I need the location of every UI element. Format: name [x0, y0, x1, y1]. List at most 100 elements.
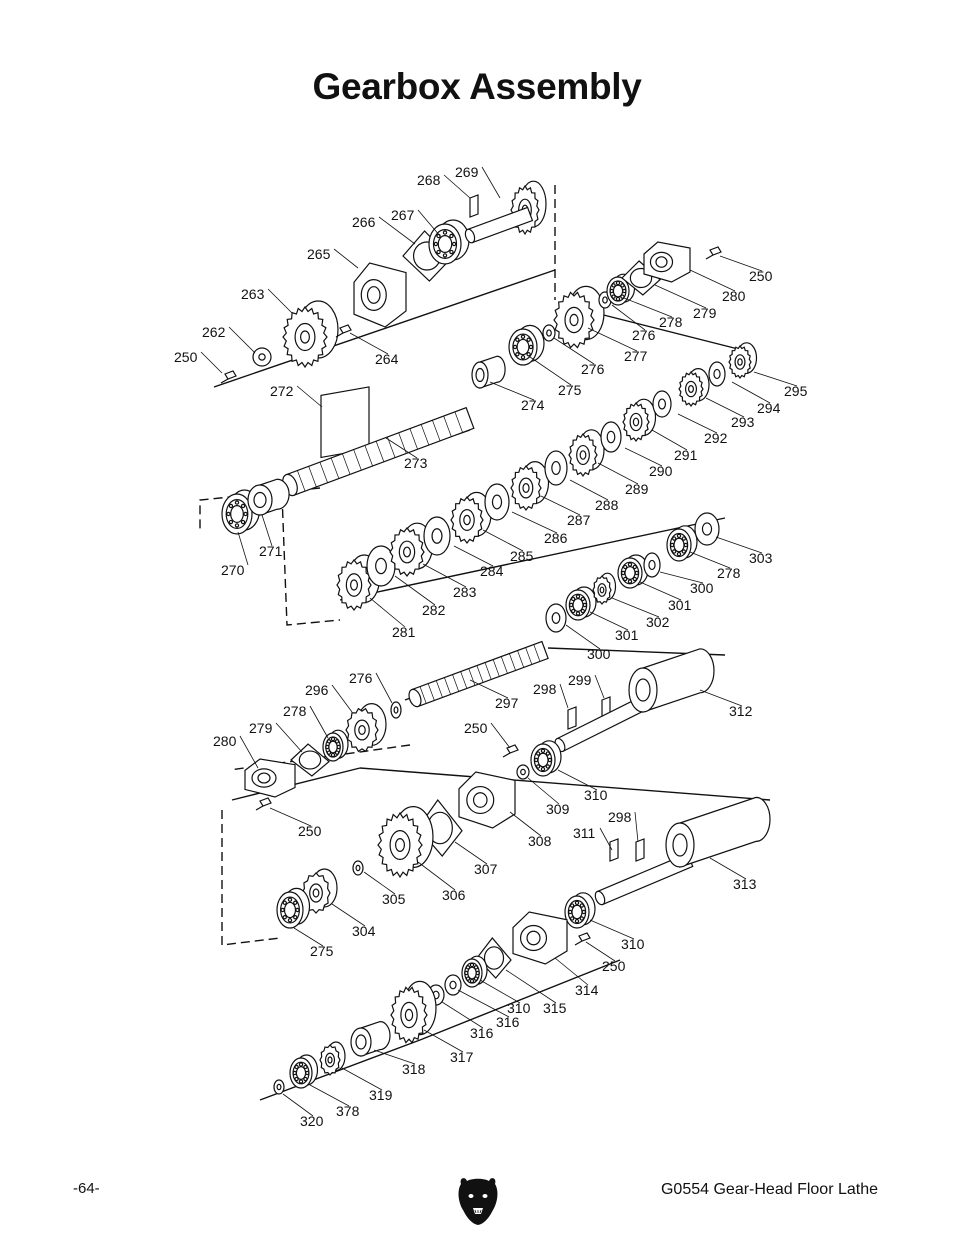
bearing-278c	[322, 729, 349, 762]
part-callout-286: 286	[544, 530, 568, 546]
gasket-307	[417, 798, 463, 857]
part-callout-298: 298	[608, 809, 632, 825]
part-callout-250: 250	[174, 349, 198, 365]
leader-line	[331, 684, 353, 713]
leader-line	[482, 529, 524, 552]
part-callout-289: 289	[625, 481, 649, 497]
part-callout-273: 273	[404, 455, 428, 471]
part-callout-316: 316	[496, 1014, 520, 1030]
leader-line	[275, 722, 303, 753]
part-callout-320: 320	[300, 1113, 324, 1129]
leader-line	[589, 611, 629, 631]
key-298b	[635, 838, 645, 862]
part-callout-284: 284	[480, 563, 504, 579]
gear-319	[319, 1041, 346, 1076]
part-callout-276: 276	[349, 670, 373, 686]
leader-line	[659, 571, 704, 584]
leader-line	[553, 337, 595, 365]
flange-280	[643, 241, 691, 283]
part-callout-290: 290	[649, 463, 673, 479]
seal-303	[694, 512, 720, 546]
part-callout-300: 300	[587, 646, 611, 662]
key-268	[469, 194, 479, 218]
part-callout-378: 378	[336, 1103, 360, 1119]
leader-line	[239, 735, 259, 769]
leader-line	[689, 551, 731, 569]
leader-line	[529, 356, 572, 386]
part-callout-295: 295	[784, 383, 808, 399]
gear-293	[678, 368, 710, 408]
part-callout-312: 312	[729, 703, 753, 719]
part-callout-272: 272	[270, 383, 294, 399]
gear-285	[450, 491, 492, 544]
washer-288	[544, 450, 568, 486]
leader-line	[554, 957, 589, 986]
bearing-flange-265	[353, 262, 407, 328]
leader-line	[417, 209, 441, 237]
gear-283	[389, 522, 434, 577]
leader-line	[569, 479, 609, 501]
part-callout-267: 267	[391, 207, 415, 223]
part-callout-282: 282	[422, 602, 446, 618]
part-callout-268: 268	[417, 172, 441, 188]
leader-line	[557, 769, 598, 791]
snap-ring-300	[545, 603, 567, 633]
leader-line	[417, 861, 456, 891]
gear-317	[390, 980, 437, 1044]
leader-line	[422, 563, 467, 588]
part-callout-305: 305	[382, 891, 406, 907]
leader-line	[585, 941, 616, 962]
manual-title: G0554 Gear-Head Floor Lathe	[660, 1181, 878, 1198]
leader-line	[651, 429, 688, 451]
spacer-274	[471, 355, 506, 389]
leader-line	[490, 722, 511, 749]
screw-250b	[705, 246, 722, 260]
leader-line	[540, 495, 581, 516]
leader-line	[454, 841, 488, 865]
snap-ring-305	[352, 860, 364, 876]
part-callout-285: 285	[510, 548, 534, 564]
part-callout-298: 298	[533, 681, 557, 697]
part-callout-301: 301	[668, 597, 692, 613]
leader-line	[453, 545, 494, 567]
shaft-269	[464, 206, 534, 244]
leader-line	[624, 447, 663, 467]
leader-line	[369, 597, 406, 628]
washer-262	[252, 347, 272, 367]
screw-264	[335, 324, 352, 338]
washer-292	[652, 390, 672, 418]
leader-line	[481, 166, 501, 199]
part-callout-301: 301	[615, 627, 639, 643]
part-callout-283: 283	[453, 584, 477, 600]
part-callout-270: 270	[221, 562, 245, 578]
part-callout-294: 294	[757, 400, 781, 416]
leader-line	[699, 689, 743, 707]
leader-line	[441, 1001, 484, 1029]
part-callout-274: 274	[521, 397, 545, 413]
part-callout-303: 303	[749, 550, 773, 566]
leader-line	[509, 811, 542, 837]
snap-ring-300b	[643, 552, 661, 578]
housing-314	[512, 911, 568, 965]
bearing-301	[565, 586, 597, 621]
part-callout-250: 250	[749, 268, 773, 284]
leader-line	[375, 672, 393, 704]
leader-line	[587, 327, 638, 352]
leader-line	[237, 531, 249, 566]
leader-line	[341, 1067, 383, 1091]
part-callout-307: 307	[474, 861, 498, 877]
part-callout-275: 275	[310, 943, 334, 959]
shift-rod-313	[594, 852, 694, 906]
part-callout-318: 318	[402, 1061, 426, 1077]
leader-line	[719, 255, 763, 272]
leader-line	[479, 979, 521, 1004]
bearing-275	[508, 324, 545, 366]
part-callout-250: 250	[298, 823, 322, 839]
bearing-378	[289, 1054, 319, 1089]
part-callout-278: 278	[283, 703, 307, 719]
leader-line	[378, 216, 416, 245]
washer-284	[423, 516, 451, 556]
gear-291	[622, 398, 657, 443]
part-callout-296: 296	[305, 682, 329, 698]
